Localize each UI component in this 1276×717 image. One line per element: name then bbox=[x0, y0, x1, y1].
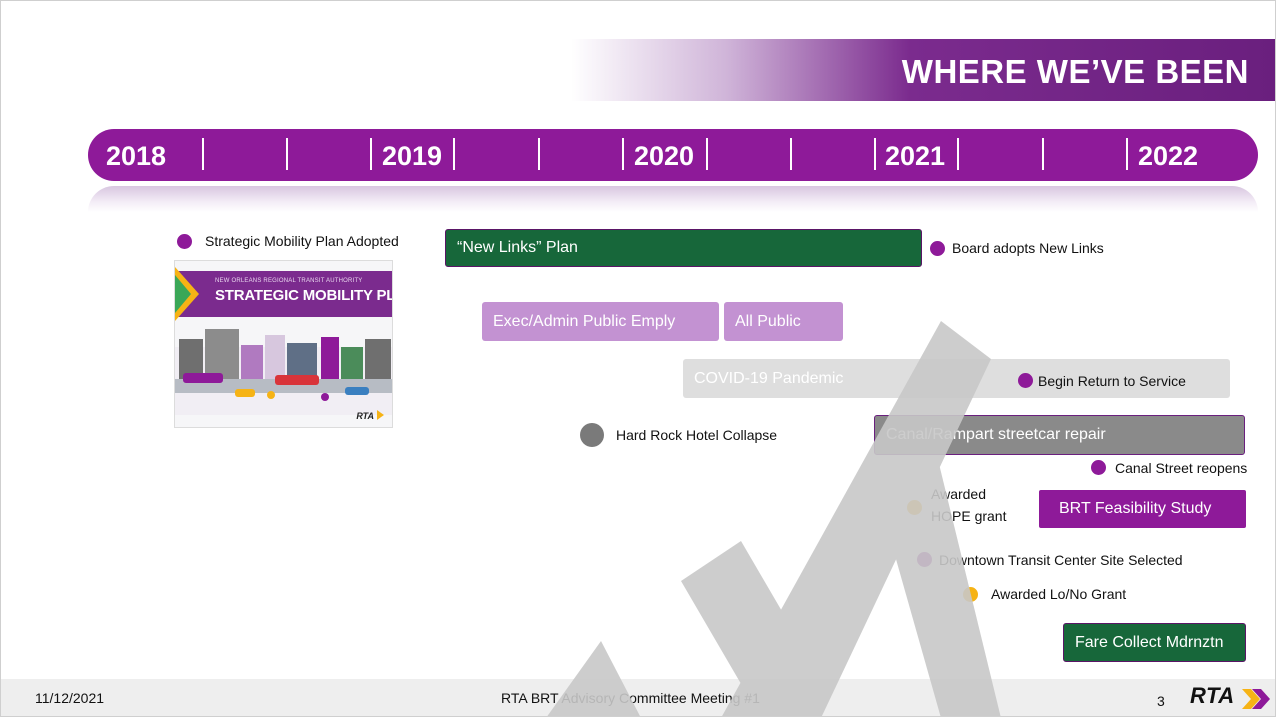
timeline-tick bbox=[202, 138, 204, 170]
canal-rampart-label: Canal/Rampart streetcar repair bbox=[886, 426, 1106, 443]
bullet-dot bbox=[1091, 460, 1106, 475]
year-2019: 2019 bbox=[382, 141, 443, 171]
chevron-icon bbox=[175, 275, 191, 313]
footer: 11/12/2021 RTA BRT Advisory Committee Me… bbox=[1, 679, 1275, 716]
brt-study-label: BRT Feasibility Study bbox=[1059, 500, 1212, 517]
timeline-bar bbox=[88, 129, 1258, 181]
timeline-tick bbox=[790, 138, 792, 170]
chevron-icon bbox=[377, 410, 384, 420]
new-links-plan-bar: “New Links” Plan bbox=[445, 229, 922, 267]
cover-logo: RTA bbox=[356, 411, 374, 421]
page-title: WHERE WE’VE BEEN bbox=[901, 53, 1249, 90]
year-2018: 2018 bbox=[106, 141, 167, 171]
all-public-label: All Public bbox=[735, 312, 801, 330]
bullet-dot bbox=[963, 587, 978, 602]
bullet-dot bbox=[1018, 373, 1033, 388]
cover-title-band bbox=[175, 271, 392, 317]
fare-collect-label: Fare Collect Mdrnztn bbox=[1075, 633, 1224, 651]
bullet-dot bbox=[580, 423, 604, 447]
hope-grant-label-line1: Awarded bbox=[931, 486, 987, 502]
downtown-transit-label: Downtown Transit Center Site Selected bbox=[939, 552, 1183, 568]
brt-study-bar: BRT Feasibility Study bbox=[1039, 490, 1246, 528]
return-service-label: Begin Return to Service bbox=[1038, 373, 1186, 389]
year-2022: 2022 bbox=[1138, 141, 1199, 171]
new-links-plan-label: “New Links” Plan bbox=[457, 239, 578, 256]
canal-reopens-label: Canal Street reopens bbox=[1115, 460, 1248, 476]
timeline-tick bbox=[622, 138, 624, 170]
timeline-tick bbox=[874, 138, 876, 170]
chevron-icon bbox=[1242, 689, 1270, 709]
bullet-dot bbox=[907, 500, 922, 515]
timeline-tick bbox=[370, 138, 372, 170]
exec-admin-bar: Exec/Admin Public Emply bbox=[482, 302, 719, 341]
timeline-tick bbox=[286, 138, 288, 170]
year-2021: 2021 bbox=[885, 141, 946, 171]
exec-admin-label: Exec/Admin Public Emply bbox=[493, 312, 676, 330]
strategic-mobility-label: Strategic Mobility Plan Adopted bbox=[205, 233, 399, 249]
bullet-dot bbox=[930, 241, 945, 256]
rta-logo: RTA bbox=[1190, 683, 1235, 708]
page-number: 3 bbox=[1157, 693, 1165, 709]
timeline-tick bbox=[538, 138, 540, 170]
all-public-bar: All Public bbox=[724, 302, 843, 341]
footer-meeting-title: RTA BRT Advisory Committee Meeting #1 bbox=[501, 690, 760, 706]
timeline-tick bbox=[1042, 138, 1044, 170]
timeline-tick bbox=[1126, 138, 1128, 170]
city-illustration bbox=[175, 329, 392, 415]
board-adopts-label: Board adopts New Links bbox=[952, 240, 1104, 256]
timeline-tick bbox=[706, 138, 708, 170]
fare-collect-bar: Fare Collect Mdrnztn bbox=[1063, 623, 1246, 662]
strategic-mobility-plan-cover: NEW ORLEANS REGIONAL TRANSIT AUTHORITY S… bbox=[174, 260, 393, 428]
timeline-tick bbox=[957, 138, 959, 170]
timeline-shadow bbox=[88, 186, 1258, 212]
footer-date: 11/12/2021 bbox=[35, 690, 105, 706]
cover-subtitle: NEW ORLEANS REGIONAL TRANSIT AUTHORITY bbox=[215, 278, 363, 284]
bullet-dot bbox=[177, 234, 192, 249]
year-2020: 2020 bbox=[634, 141, 695, 171]
canal-rampart-bar: Canal/Rampart streetcar repair bbox=[874, 415, 1245, 455]
timeline-tick bbox=[453, 138, 455, 170]
bullet-dot bbox=[917, 552, 932, 567]
cover-title: STRATEGIC MOBILITY PLAN bbox=[215, 287, 392, 304]
title-banner: WHERE WE’VE BEEN bbox=[571, 39, 1275, 101]
lono-grant-label: Awarded Lo/No Grant bbox=[991, 586, 1127, 602]
covid-label: COVID-19 Pandemic bbox=[694, 369, 844, 387]
hard-rock-label: Hard Rock Hotel Collapse bbox=[616, 427, 778, 443]
hope-grant-label-line2: HOPE grant bbox=[931, 508, 1007, 524]
